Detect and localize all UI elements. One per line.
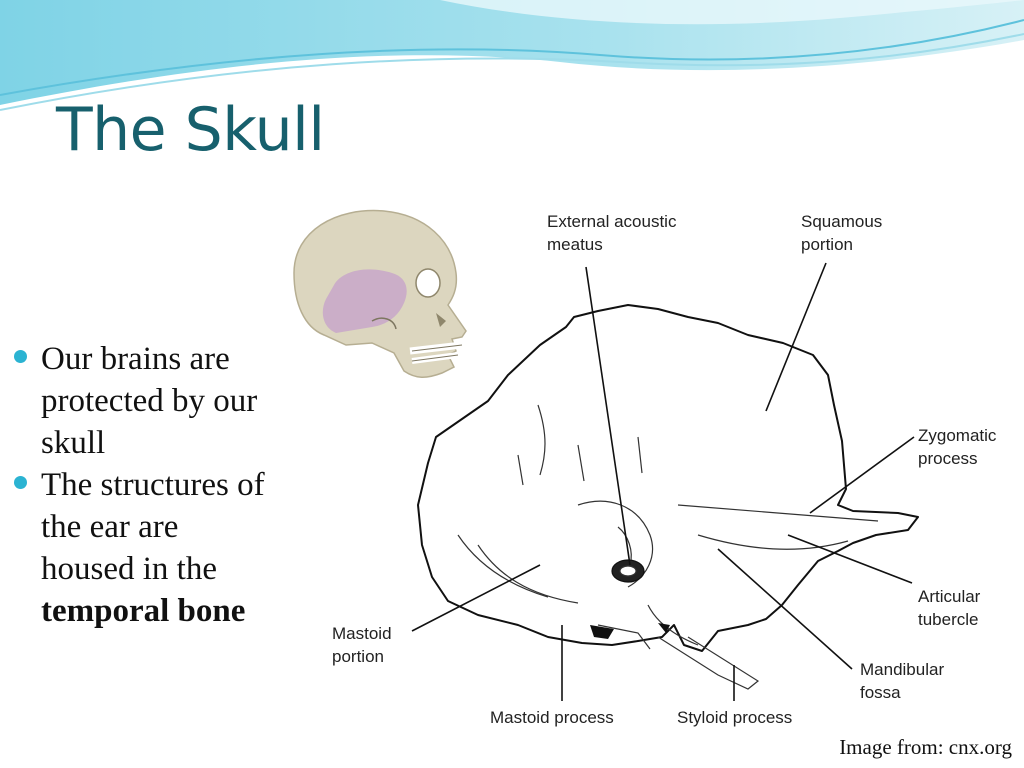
- label-styloid-process: Styloid process: [677, 706, 792, 729]
- bullet-dot-icon: [14, 476, 27, 489]
- label-mandibular-fossa: Mandibular fossa: [860, 658, 944, 704]
- label-squamous-portion: Squamous portion: [801, 210, 882, 256]
- label-external-acoustic-meatus: External acoustic meatus: [547, 210, 676, 256]
- bullet-text: Our brains are protected by our skull: [41, 341, 257, 461]
- label-articular-tubercle: Articular tubercle: [918, 585, 980, 631]
- bullet-dot-icon: [14, 350, 27, 363]
- bullet-item: Our brains are protected by our skull: [14, 338, 276, 464]
- label-mastoid-process: Mastoid process: [490, 706, 614, 729]
- label-mastoid-portion: Mastoid portion: [332, 622, 392, 668]
- bullet-list: Our brains are protected by our skull Th…: [14, 338, 276, 632]
- slide-title: The Skull: [56, 92, 325, 168]
- bullet-text: The structures of the ear are housed in …: [41, 467, 265, 587]
- bullet-bold-text: temporal bone: [41, 593, 245, 629]
- bullet-item: The structures of the ear are housed in …: [14, 464, 276, 632]
- image-credit: Image from: cnx.org: [839, 733, 1012, 761]
- label-zygomatic-process: Zygomatic process: [918, 424, 996, 470]
